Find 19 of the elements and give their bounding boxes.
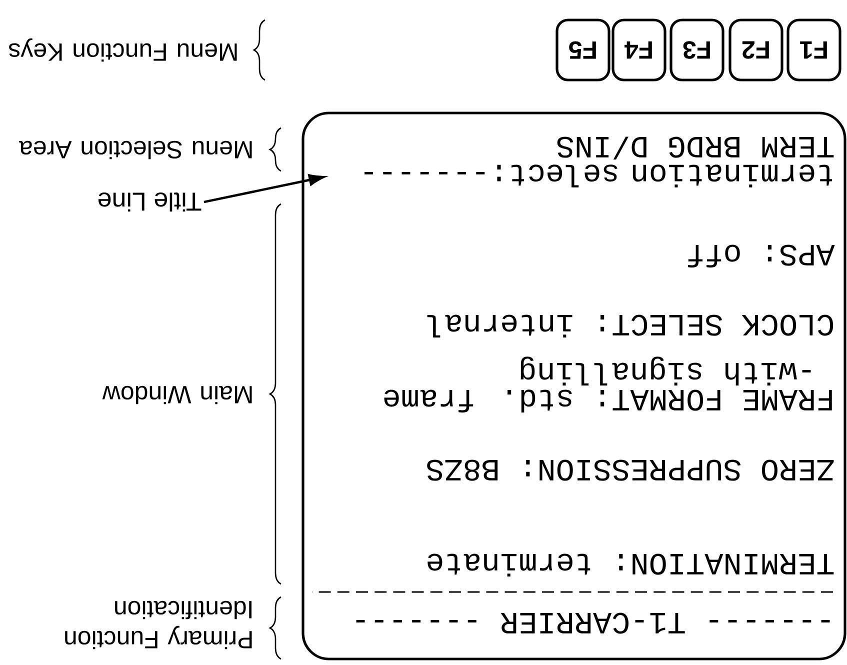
screen-text: APS: off — [688, 244, 835, 268]
screen-text: FRAME FORMAT: std. frame — [384, 390, 832, 412]
screen-text: TERMINATION: terminate — [428, 554, 834, 576]
label-text: Menu Selection Area — [19, 140, 252, 160]
title-line-text: termination select:------- — [364, 164, 832, 188]
function-key: F5 — [556, 18, 610, 82]
screen-text: CLOCK SELECT: internal — [427, 314, 834, 338]
label-text: Primary Function Identification — [65, 600, 252, 650]
function-key: F2 — [728, 18, 784, 82]
function-key: F4 — [612, 18, 666, 82]
function-key: F1 — [786, 18, 842, 82]
screen-text: TERM BRDG D/INS — [557, 136, 834, 160]
screen-text: ZERO SUPPRESSION: B8ZS — [427, 460, 834, 481]
screen-text: -with signalling — [520, 356, 811, 386]
label-text: Menu Function Keys — [9, 38, 237, 62]
function-key: F3 — [670, 18, 724, 82]
callout-text: Title Line — [98, 192, 202, 212]
screen-text: ------- T1-CARRIER ------- — [356, 612, 830, 634]
label-text: Main Window — [102, 386, 252, 404]
